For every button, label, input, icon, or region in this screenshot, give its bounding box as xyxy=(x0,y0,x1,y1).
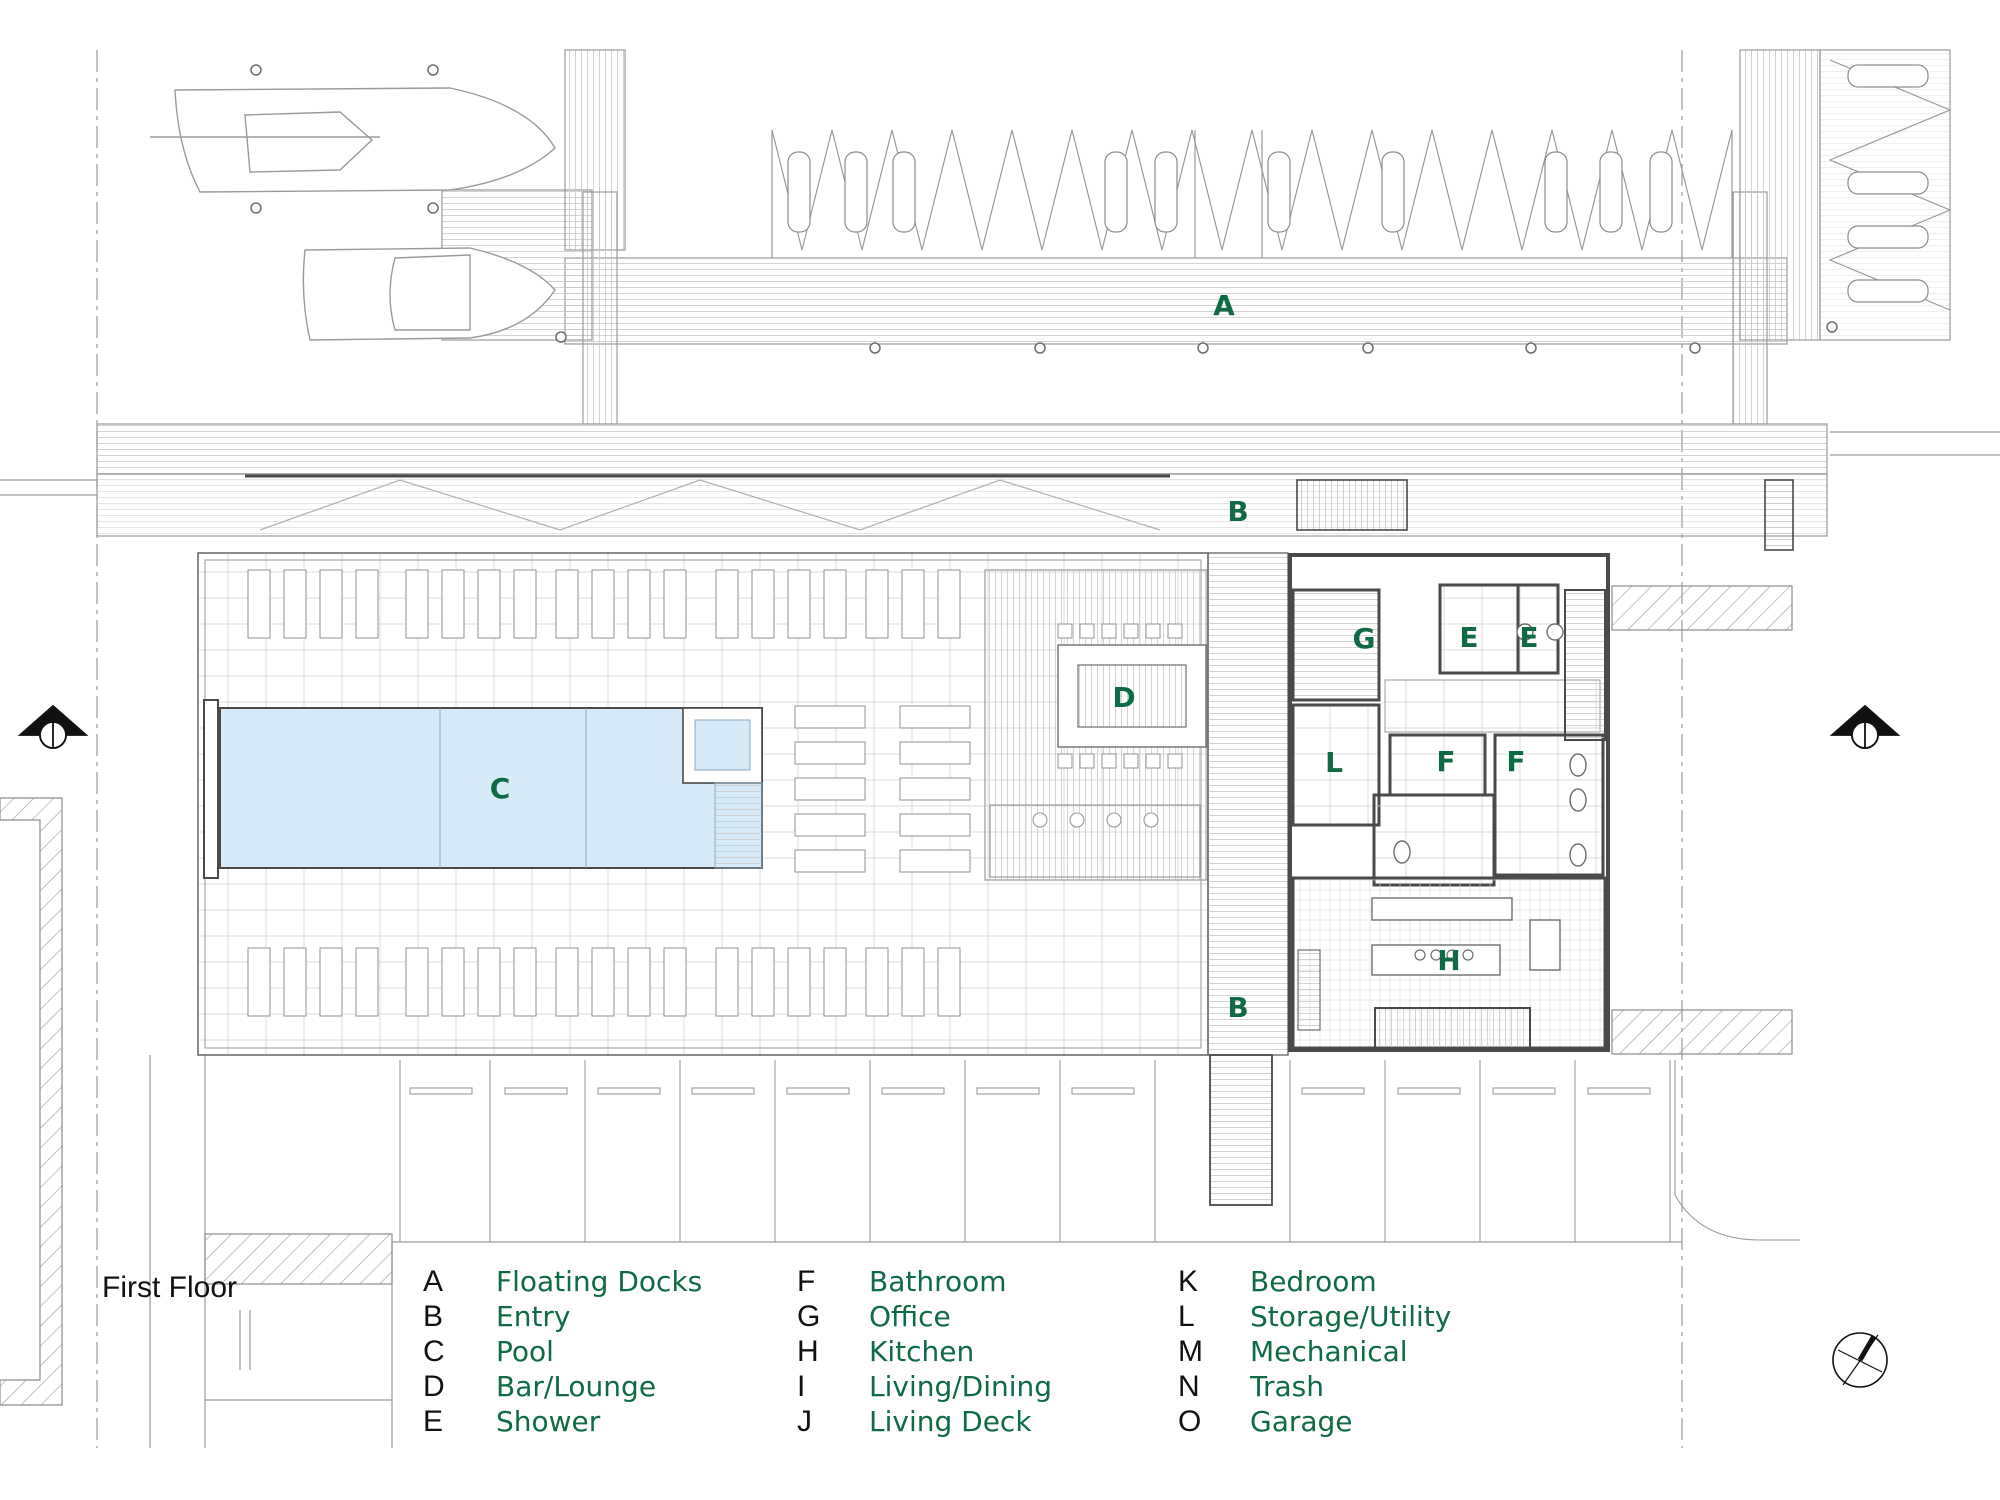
legend-name: Floating Docks xyxy=(496,1265,702,1298)
legend-letter: I xyxy=(797,1370,805,1403)
legend-column-1: A Floating Docks B Entry C Pool D Bar/Lo… xyxy=(423,1265,702,1438)
legend-letter: D xyxy=(423,1370,445,1403)
room-label-e-1: E xyxy=(1459,621,1478,654)
north-arrow-icon xyxy=(1832,1332,1888,1388)
legend-name: Garage xyxy=(1250,1405,1353,1438)
legend-letter: J xyxy=(797,1405,812,1438)
legend-letter: B xyxy=(423,1300,443,1333)
boats xyxy=(150,87,556,341)
legend-column-3: K Bedroom L Storage/Utility M Mechanical… xyxy=(1178,1265,1451,1438)
legend-name: Shower xyxy=(496,1405,601,1438)
legend-name: Bathroom xyxy=(869,1265,1007,1298)
legend-letter: A xyxy=(423,1265,443,1298)
room-label-f-2: F xyxy=(1506,745,1525,778)
legend-letter: H xyxy=(797,1335,819,1368)
legend-name: Pool xyxy=(496,1335,554,1368)
dock-piles xyxy=(250,64,1838,354)
room-label-l: L xyxy=(1325,746,1343,779)
legend-name: Trash xyxy=(1249,1370,1324,1403)
legend-letter: K xyxy=(1178,1265,1198,1298)
legend-letter: N xyxy=(1178,1370,1200,1403)
legend-name: Bar/Lounge xyxy=(496,1370,656,1403)
lounge-chairs xyxy=(247,569,1183,1017)
legend-name: Bedroom xyxy=(1250,1265,1377,1298)
legend: A Floating Docks B Entry C Pool D Bar/Lo… xyxy=(423,1265,1451,1438)
neighbor-walls xyxy=(0,585,1793,1406)
section-cut-icon xyxy=(17,704,1901,749)
legend-letter: M xyxy=(1178,1335,1203,1368)
legend-name: Living Deck xyxy=(869,1405,1032,1438)
room-labels: A B B C D E E F F G H L xyxy=(490,289,1539,1024)
legend-column-2: F Bathroom G Office H Kitchen I Living/D… xyxy=(797,1265,1052,1438)
room-label-f-1: F xyxy=(1436,745,1455,778)
room-label-b-north: B xyxy=(1227,495,1248,528)
interior-rooms xyxy=(1288,553,1610,1052)
room-label-d: D xyxy=(1112,681,1135,714)
room-label-c: C xyxy=(490,772,511,805)
legend-letter: E xyxy=(423,1405,443,1438)
room-label-b-south: B xyxy=(1227,991,1248,1024)
legend-letter: F xyxy=(797,1265,815,1298)
legend-name: Living/Dining xyxy=(869,1370,1052,1403)
room-label-a: A xyxy=(1213,289,1235,322)
legend-letter: L xyxy=(1178,1300,1195,1333)
legend-name: Entry xyxy=(496,1300,571,1333)
legend-letter: G xyxy=(797,1300,820,1333)
room-label-e-2: E xyxy=(1519,621,1538,654)
legend-letter: C xyxy=(423,1335,445,1368)
room-label-g: G xyxy=(1353,622,1376,655)
room-label-h: H xyxy=(1437,944,1460,977)
legend-name: Mechanical xyxy=(1250,1335,1408,1368)
legend-name: Office xyxy=(869,1300,951,1333)
floor-title: First Floor xyxy=(102,1271,237,1304)
jet-skis xyxy=(787,64,1929,303)
legend-name: Storage/Utility xyxy=(1250,1300,1451,1333)
legend-letter: O xyxy=(1178,1405,1201,1438)
legend-name: Kitchen xyxy=(869,1335,974,1368)
pool xyxy=(203,699,763,879)
parking-stalls xyxy=(399,1060,1800,1242)
floating-docks xyxy=(96,49,1952,537)
